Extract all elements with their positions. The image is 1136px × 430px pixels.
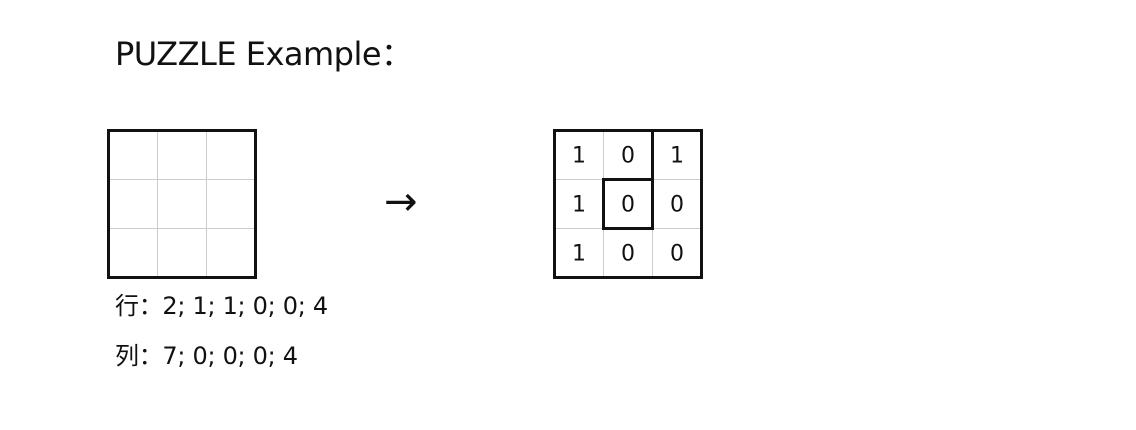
empty-puzzle-grid [107, 129, 257, 279]
arrow-icon: → [384, 179, 418, 225]
region-boundary-box [602, 178, 654, 230]
puzzle-title: PUZZLE Example： [115, 35, 413, 73]
grid-cell-value: 1 [572, 193, 586, 218]
column-clues-label: 列： [115, 342, 163, 370]
row-clues-label: 行： [115, 292, 163, 320]
grid-cell-value: 0 [621, 193, 635, 218]
grid-cell-value: 1 [572, 242, 586, 267]
row-clues-values: 2; 1; 1; 0; 0; 4 [162, 292, 328, 320]
grid-cell-value: 1 [572, 144, 586, 169]
empty-grid-svg [107, 129, 257, 279]
solved-grid-svg: 1 0 1 1 0 0 1 0 0 [553, 129, 703, 279]
grid-cell-value: 1 [670, 144, 684, 169]
grid-cell-value: 0 [670, 242, 684, 267]
grid-border [553, 129, 703, 279]
grid-cell-value: 0 [621, 242, 635, 267]
solved-puzzle-grid: 1 0 1 1 0 0 1 0 0 [553, 129, 703, 279]
grid-cell-value: 0 [670, 193, 684, 218]
grid-cell-value: 0 [621, 144, 635, 169]
row-clues: 行：2; 1; 1; 0; 0; 4 [115, 290, 328, 322]
column-clues: 列：7; 0; 0; 0; 4 [115, 340, 298, 372]
column-clues-values: 7; 0; 0; 0; 4 [162, 342, 298, 370]
grid-border [107, 129, 257, 279]
